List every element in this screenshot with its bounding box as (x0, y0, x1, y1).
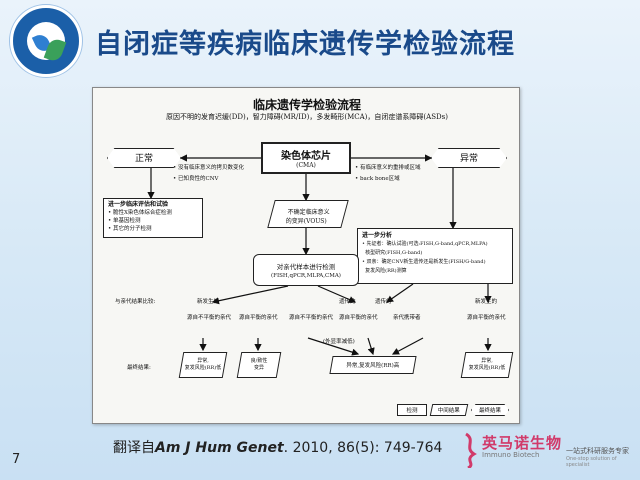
citation-prefix: 翻译自 (113, 440, 155, 456)
further-eval-title: 进一步临床评估和试验 (108, 201, 169, 208)
compare-label: 与亲代结果比较: (115, 299, 156, 305)
legend-test-label: 检测 (406, 408, 418, 414)
slide-title: 自闭症等疾病临床遗传学检验流程 (95, 29, 515, 60)
citation-rest: . 2010, 86(5): 749-764 (283, 440, 443, 456)
outcome-text: 源自不平衡的亲代 (289, 315, 334, 321)
uncertain-line1: 不确定临床意义 (287, 209, 330, 216)
brand-tagline: 一站式科研服务专家 (566, 447, 629, 455)
further-eval-item: • 其它的分子检测 (108, 226, 152, 232)
outcome-text: 源自平衡的亲代 (339, 315, 378, 321)
branch-label: 遗传的 (375, 299, 392, 305)
analysis-item: • 先证者：确认试验(可选:FISH,G-band,qPCR,MLPA) (362, 241, 488, 247)
uncertain-line2: 的变异(VOUS) (285, 218, 327, 225)
left-note-1: • 没有临床意义的拷贝数变化 (173, 165, 244, 171)
abnormal-box: 异常 (431, 148, 507, 168)
final-label: 最终结果: (127, 365, 151, 371)
final-box-4: 异常, 复发风险(RR)低 (460, 352, 514, 378)
legend-final-label: 最终结果 (478, 408, 501, 414)
incomplete-penetrance-label: (外显率减低) (323, 339, 355, 345)
analysis-box: 进一步分析 • 先证者：确认试验(可选:FISH,G-band,qPCR,MLP… (357, 228, 513, 284)
final-box-1-text: 异常, 复发风险(RR)低 (184, 358, 222, 371)
final-box-4-text: 异常, 复发风险(RR)低 (468, 358, 506, 371)
analysis-title: 进一步分析 (362, 232, 393, 239)
final-box-3: 异常,复发风险(RR)高 (329, 356, 417, 374)
citation-journal: Am J Hum Genet (155, 440, 284, 456)
analysis-item: 复发风险(RR)测算 (362, 268, 407, 274)
final-box-2: 良/致性 变异 (236, 352, 282, 378)
arrow-final-3a (307, 337, 360, 356)
legend-intermediate-label: 中间结果 (437, 408, 460, 414)
uncertain-box: 不确定临床意义 的变异(VOUS) (267, 200, 349, 228)
legend-intermediate: 中间结果 (429, 404, 469, 416)
normal-box: 正常 (107, 148, 181, 168)
brand-tagline-en: One-stop solution of specialist (566, 456, 617, 468)
outcome-text: 源自平衡的亲代 (467, 315, 506, 321)
outcome-text: 源自平衡的亲代 (239, 315, 278, 321)
flowchart-subtitle: 原因不明的发育迟缓(DD)，智力障碍(MR/ID)，多发畸形(MCA)，自闭症谱… (166, 113, 448, 121)
final-box-3-text: 异常,复发风险(RR)高 (346, 363, 400, 369)
brand-mark-icon (465, 432, 477, 468)
chip-box-line1: 染色体芯片 (281, 151, 331, 162)
further-eval-item: • 单基因检测 (108, 218, 141, 224)
parent-test-line2: (FISH,qPCR,MLPA,CMA) (271, 273, 341, 279)
parent-test-box: 对亲代样本进行检测 (FISH,qPCR,MLPA,CMA) (253, 254, 359, 286)
flowchart-connectors (147, 154, 492, 356)
page-number: 7 (12, 452, 21, 467)
branch-label: 新发生的 (475, 299, 498, 305)
logo-emblem (27, 22, 67, 64)
arrow-to-denovo-left (211, 285, 289, 305)
branch-label: 新发生的 (197, 299, 220, 305)
parent-test-line1: 对亲代样本进行检测 (276, 263, 336, 271)
chip-box-line2: (CMA) (296, 162, 316, 169)
legend-final: 最终结果 (471, 404, 509, 416)
further-eval-box: 进一步临床评估和试验 • 脆性X染色体综合症检测 • 单基因检测 • 其它的分子… (103, 198, 203, 238)
flowchart-title: 临床遗传学检验流程 (252, 98, 361, 112)
final-box-2-text: 良/致性 变异 (250, 358, 268, 371)
analysis-item: • 双亲：确定CNV新生遗传还是新发生(FISH/G-band) (362, 259, 486, 265)
right-note-2: • back bone区域 (355, 176, 400, 182)
arrow-to-inherited-mid (317, 285, 357, 303)
branch-label: 遗传的 (339, 299, 356, 305)
chip-box: 染色体芯片 (CMA) (261, 142, 351, 174)
arrow-final-3b (367, 337, 375, 356)
legend-test: 检测 (397, 404, 427, 416)
brand-logo: 英马诺生物 Immuno Biotech 一站式科研服务专家 One-stop … (462, 432, 637, 472)
further-eval-item: • 脆性X染色体综合症检测 (108, 210, 172, 216)
institution-logo (10, 5, 82, 77)
flowchart-figure: 临床遗传学检验流程 原因不明的发育迟缓(DD)，智力障碍(MR/ID)，多发畸形… (92, 87, 520, 424)
arrow-final-3c (391, 337, 424, 355)
analysis-item: 核型研究(FISH,G-band) (362, 250, 423, 256)
brand-name-cn: 英马诺生物 (482, 434, 563, 452)
right-note-1: • 有临床意义的重排或区域 (355, 165, 421, 171)
abnormal-label: 异常 (459, 154, 478, 164)
outcome-text: 源自不平衡的亲代 (187, 315, 232, 321)
outcome-text: 亲代携带者 (393, 315, 421, 321)
normal-label: 正常 (134, 154, 153, 164)
arrow-to-inherited-right (386, 283, 414, 303)
left-note-2: • 已知良性的CNV (173, 176, 219, 182)
final-box-1: 异常, 复发风险(RR)低 (178, 352, 228, 378)
citation: 翻译自Am J Hum Genet. 2010, 86(5): 749-764 (113, 437, 442, 457)
brand-name-en: Immuno Biotech (482, 451, 540, 459)
